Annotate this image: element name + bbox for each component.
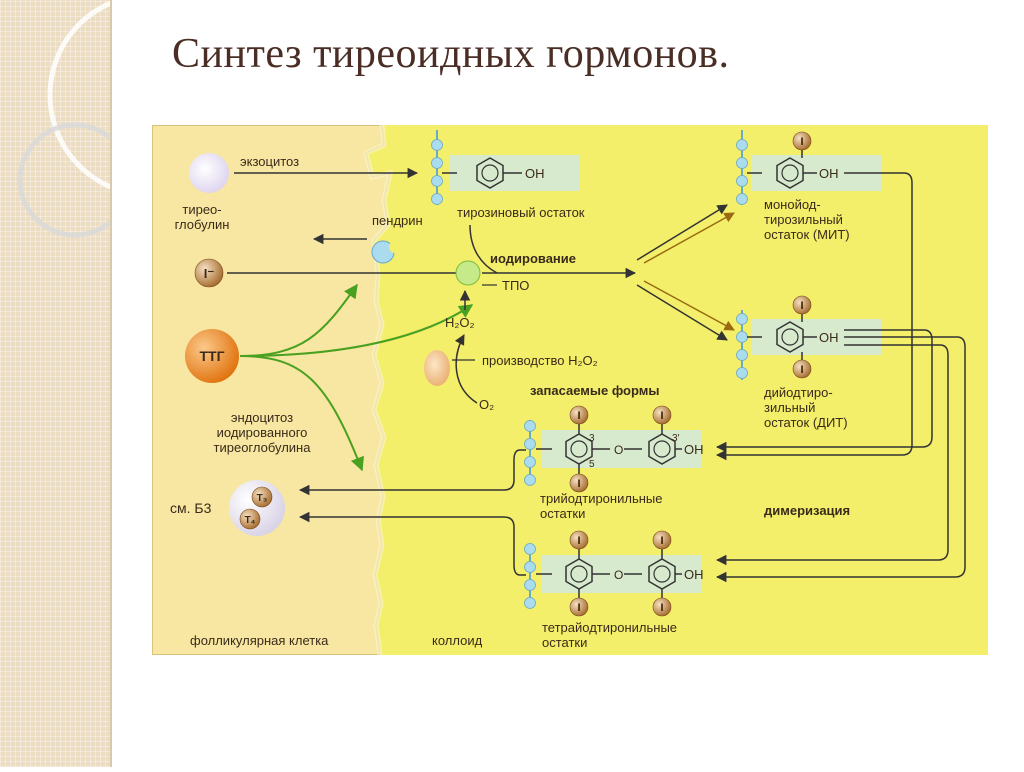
- tpo-enzyme: [455, 260, 481, 286]
- t3-pos3p: 3′: [672, 433, 680, 444]
- dit-label-1: дийодтиро-: [764, 385, 833, 400]
- dit-oh: OH: [819, 330, 839, 345]
- dit-to-t4-arrow-inner: [715, 344, 949, 566]
- see-b3-label: см. Б3: [170, 500, 212, 516]
- t3-oh: OH: [684, 442, 704, 457]
- mit-label-1: монойод-: [764, 197, 821, 212]
- endocytosis-label-1: эндоцитоз: [231, 410, 293, 425]
- mit-label-3: остаток (МИТ): [764, 227, 850, 242]
- triiodo-label-1: трийодтиронильные: [540, 491, 662, 506]
- endocytosis-label-3: тиреоглобулина: [214, 440, 312, 455]
- ttg-label: ТТГ: [199, 348, 224, 364]
- tetraiodo-label-2: остатки: [542, 635, 587, 650]
- t3-ball: [251, 486, 273, 508]
- to-mit-arrow-1: [636, 204, 728, 261]
- t4-endocytosis-arrow: [298, 511, 526, 576]
- colloid-label: коллоид: [432, 633, 483, 648]
- slide-title: Синтез тиреоидных гормонов.: [172, 31, 730, 77]
- tetraiodo-label-1: тетрайодтиронильные: [542, 620, 677, 635]
- mit-oh: OH: [819, 166, 839, 181]
- sidebar-edge: [110, 0, 112, 767]
- triiodothyronyl-residue: [524, 405, 702, 493]
- dit-label-2: зильный: [764, 400, 815, 415]
- h2o2-producer: [424, 350, 450, 386]
- endocytosis-label-2: иодированного: [217, 425, 308, 440]
- t3-label: T₃: [257, 493, 268, 504]
- pendrin-label: пендрин: [372, 213, 423, 228]
- ttg-to-tpo-arrow: [239, 304, 474, 357]
- mit-to-t3-arrow: [715, 172, 913, 461]
- thyroglobulin-granule: [189, 153, 229, 193]
- t4-ether-o: O: [614, 568, 623, 582]
- dimerization-label: димеризация: [764, 503, 850, 518]
- t3-endocytosis-arrow: [298, 449, 526, 496]
- dit-to-t4-arrow-outer: [715, 336, 966, 583]
- tetraiodothyronyl-residue: [524, 530, 702, 617]
- to-dit-arrow-1: [636, 284, 728, 341]
- o2-to-h2o2-arrow: [454, 334, 478, 404]
- t4-ball: [239, 508, 261, 530]
- exocytosis-label: экзоцитоз: [240, 154, 299, 169]
- dit-label-3: остаток (ДИТ): [764, 415, 848, 430]
- ttg-to-endocytosis-arrow: [239, 355, 364, 472]
- sidebar-rings: [17, 0, 253, 238]
- thyroglobulin-label-2: глобулин: [175, 217, 230, 232]
- follicular-cell-label: фолликулярная клетка: [190, 633, 329, 648]
- tyrosine-residue-label: тирозиновый остаток: [457, 205, 585, 220]
- tpo-label: ТПО: [502, 278, 529, 293]
- dit-to-t3-arrow: [715, 329, 933, 453]
- t3-pos5: 5: [589, 459, 595, 470]
- iodide-label: I⁻: [204, 266, 215, 281]
- h2o2-production-label: производство H₂O₂: [482, 353, 598, 368]
- t4-label: T₄: [245, 515, 256, 526]
- to-dit-arrow-2: [643, 280, 735, 331]
- thyroglobulin-label-1: тирео-: [182, 202, 221, 217]
- o2-label: O₂: [479, 397, 494, 412]
- t4-oh: OH: [684, 567, 704, 582]
- h2o2-label: H₂O₂: [445, 315, 475, 330]
- thyroid-hormone-synthesis-diagram: I экзоцитоз тирео- глобулин пендрин I⁻ Т…: [152, 125, 988, 655]
- apical-membrane: [363, 125, 394, 655]
- iodination-label: иодирование: [490, 251, 576, 266]
- tyrosine-residue: [431, 130, 580, 205]
- iodide-ion: [194, 258, 224, 288]
- decorative-sidebar: [0, 0, 253, 767]
- triiodo-label-2: остатки: [540, 506, 585, 521]
- t3-ether-o: O: [614, 443, 623, 457]
- storage-forms-label: запасаемые формы: [530, 383, 659, 398]
- to-mit-arrow-2: [643, 212, 735, 264]
- ttg-hormone: [185, 329, 239, 383]
- t3-pos3: 3: [589, 433, 595, 444]
- mit-label-2: тирозильный: [764, 212, 843, 227]
- tyrosine-oh: OH: [525, 166, 545, 181]
